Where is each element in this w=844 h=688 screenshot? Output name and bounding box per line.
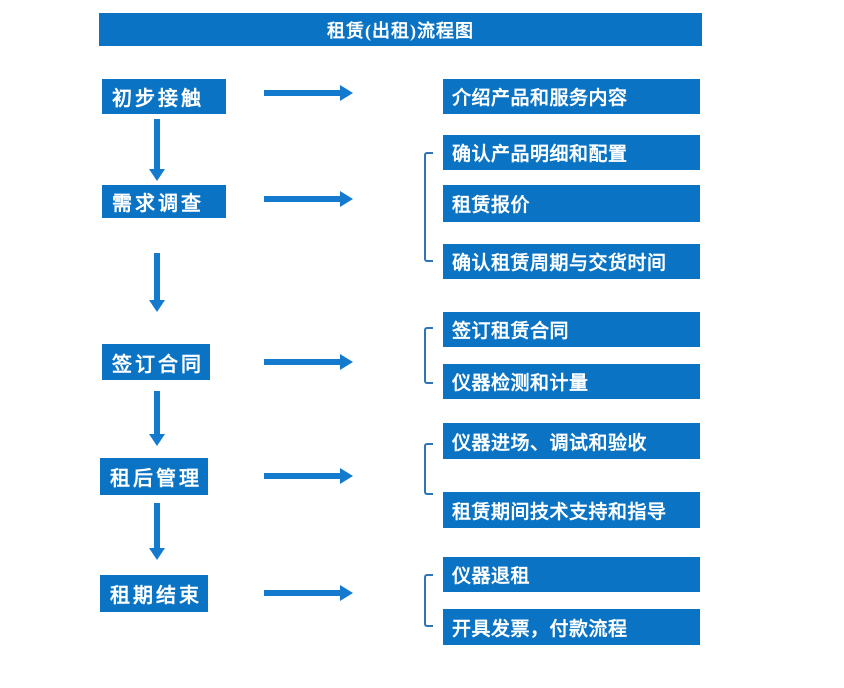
detail-box: 开具发票，付款流程 [443,609,700,645]
detail-box: 确认产品明细和配置 [443,135,700,170]
stage-box-initial-contact: 初步接触 [102,79,226,114]
diagram-title: 租赁(出租)流程图 [99,13,702,46]
arrow-down-icon [154,391,160,434]
arrow-down-icon [154,119,160,169]
stage-box-demand-survey: 需求调查 [102,185,226,218]
group-bracket-icon [424,327,433,384]
detail-box: 租赁报价 [443,185,700,222]
arrow-down-icon [154,503,160,548]
group-bracket-icon [424,574,433,627]
arrow-down-icon [154,253,160,300]
detail-box: 仪器检测和计量 [443,364,700,399]
arrow-right-icon [264,196,340,202]
stage-box-lease-end: 租期结束 [100,575,208,612]
detail-box: 仪器进场、调试和验收 [443,423,700,459]
arrow-right-icon [264,90,340,96]
detail-box: 介绍产品和服务内容 [443,79,700,114]
group-bracket-icon [424,443,433,495]
group-bracket-icon [424,152,433,262]
stage-box-sign-contract: 签订合同 [102,344,210,380]
detail-box: 签订租赁合同 [443,312,700,347]
arrow-right-icon [264,359,340,365]
arrow-right-icon [264,590,340,596]
arrow-right-icon [264,473,340,479]
stage-box-post-rental-management: 租后管理 [100,458,208,495]
detail-box: 租赁期间技术支持和指导 [443,492,700,528]
detail-box: 确认租赁周期与交货时间 [443,244,700,279]
detail-box: 仪器退租 [443,557,700,592]
